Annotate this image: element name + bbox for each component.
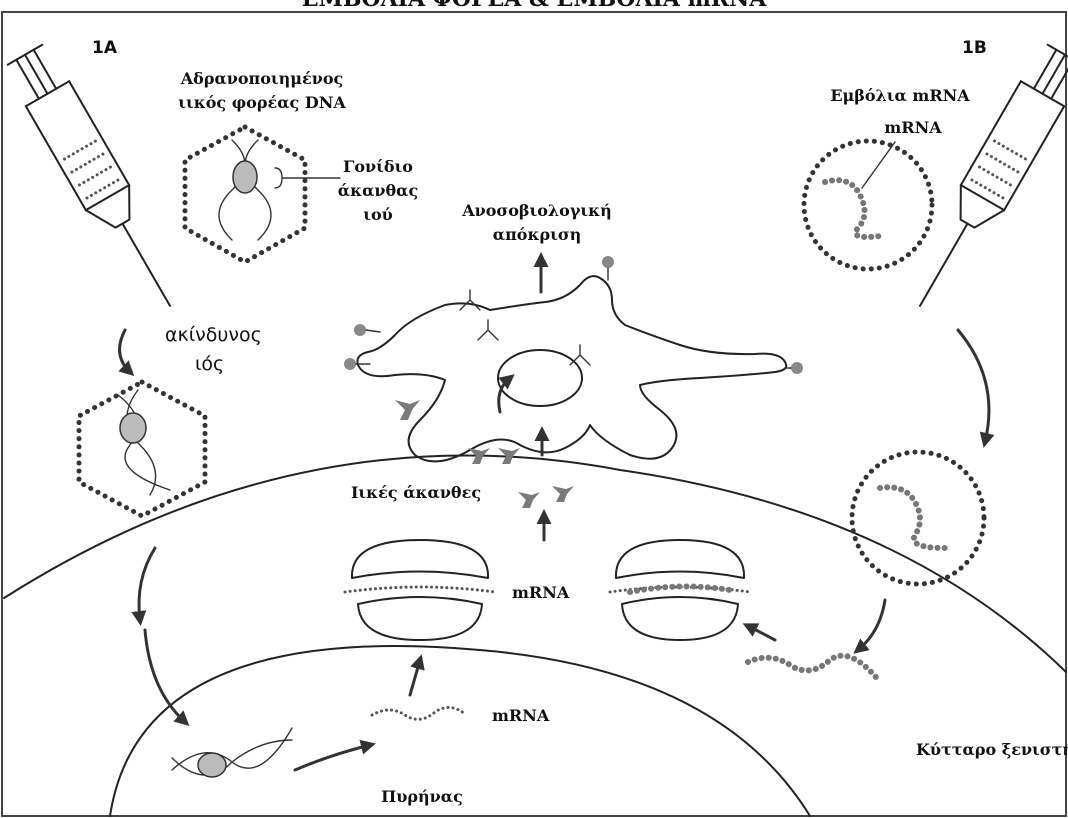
mrna-vaccine-label: Εμβόλια mRNA — [830, 86, 970, 105]
ribosome-right — [610, 540, 750, 640]
mrna-ribosome-label: mRNA — [512, 583, 570, 602]
arrow-virus-into-cell — [139, 548, 155, 620]
receptor-icons — [344, 256, 803, 374]
arrow-to-nucleus — [145, 630, 185, 722]
arrow-dna-to-mrna — [295, 745, 370, 770]
mrna-lipid-particle-top — [804, 141, 932, 269]
arrow-mrna-to-ribosome — [748, 626, 775, 640]
mrna-nucleus-label: mRNA — [492, 706, 550, 725]
viral-spikes-label: Ιικές άκανθες — [351, 483, 481, 502]
dendritic-cell — [357, 276, 786, 461]
host-cell-label: Κύτταρο ξενιστή — [916, 740, 1068, 759]
nucleus-mrna-strand — [372, 707, 465, 719]
syringe-right-icon — [898, 42, 1068, 318]
spike-gene-label-line3: ιού — [363, 205, 393, 224]
harmless-virus-label-line1: ακίνδυνος — [165, 324, 262, 346]
nucleus-label: Πυρήνας — [381, 787, 463, 806]
panel-label-1b: 1B — [962, 38, 987, 58]
cytoplasm-mrna-strand — [748, 656, 880, 682]
inactivated-vector-label-line1: Αδρανοποιημένος — [180, 69, 344, 88]
viral-vector-hexagon — [185, 127, 305, 262]
harmless-virus-hexagon — [79, 382, 205, 516]
inactivated-vector-label-line2: ιικός φορέας DNA — [178, 93, 346, 112]
arrow-inside-cell — [499, 378, 510, 412]
ribosome-left — [345, 540, 495, 640]
spike-gene-label-line1: Γονίδιο — [343, 157, 413, 176]
immune-response-label-line2: απόκριση — [493, 225, 582, 244]
arrow-particle-to-mrna — [858, 600, 885, 650]
harmless-virus-label-line2: ιός — [195, 353, 224, 375]
arrow-nucleus-to-ribosome — [410, 660, 420, 695]
dna-helix-nucleus — [172, 728, 292, 777]
arrow-syringe-to-virus — [120, 330, 130, 372]
panel-label-1a: 1A — [92, 38, 118, 58]
spike-gene-label-line2: άκανθας — [338, 181, 418, 200]
arrow-syringe-to-particle — [958, 330, 989, 442]
gene-bracket — [275, 168, 282, 188]
immune-response-label-line1: Ανοσοβιολογική — [461, 201, 612, 220]
header-title: ΕΜΒΟΛΙΑ ΦΟΡΕΑ & ΕΜΒΟΛΙΑ mRNA — [302, 0, 767, 12]
mrna-particle-label: mRNA — [884, 118, 942, 137]
syringe-left-icon — [3, 42, 191, 318]
